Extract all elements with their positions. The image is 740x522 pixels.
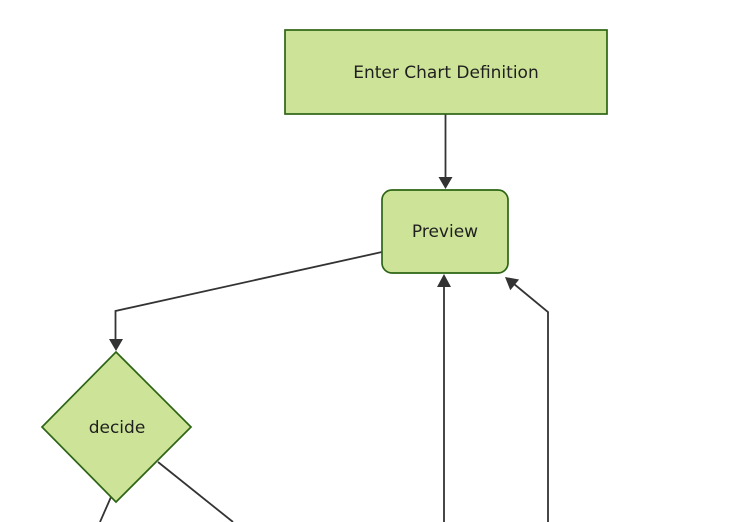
arrowhead-up-left-icon [505,277,520,291]
rounded-rectangle-node-shape [381,189,509,274]
node-label: Enter Chart Definition [353,63,538,83]
node-label: decide [89,418,146,438]
arrowhead-up-icon [437,274,451,287]
edge-return-to-preview-2 [505,277,549,522]
rectangle-node-shape [284,29,608,115]
edge-return-to-preview-1 [437,274,451,522]
edge-line [99,496,112,522]
edge-decide-to-offscreen-right [157,461,234,522]
edge-enter-to-preview [438,114,453,189]
node-decide: decide [40,350,193,504]
edge-line [510,280,549,522]
edge-line [114,251,383,341]
node-preview: Preview [381,189,509,274]
node-enter-chart-definition: Enter Chart Definition [284,29,608,115]
edge-decide-to-offscreen-left [99,496,112,522]
edge-preview-to-decide [109,251,383,351]
edge-line [157,461,234,522]
arrowhead-down-icon [438,177,453,189]
diamond-node-shape [40,350,193,504]
node-label: Preview [412,222,478,242]
arrowhead-down-icon [109,339,123,351]
